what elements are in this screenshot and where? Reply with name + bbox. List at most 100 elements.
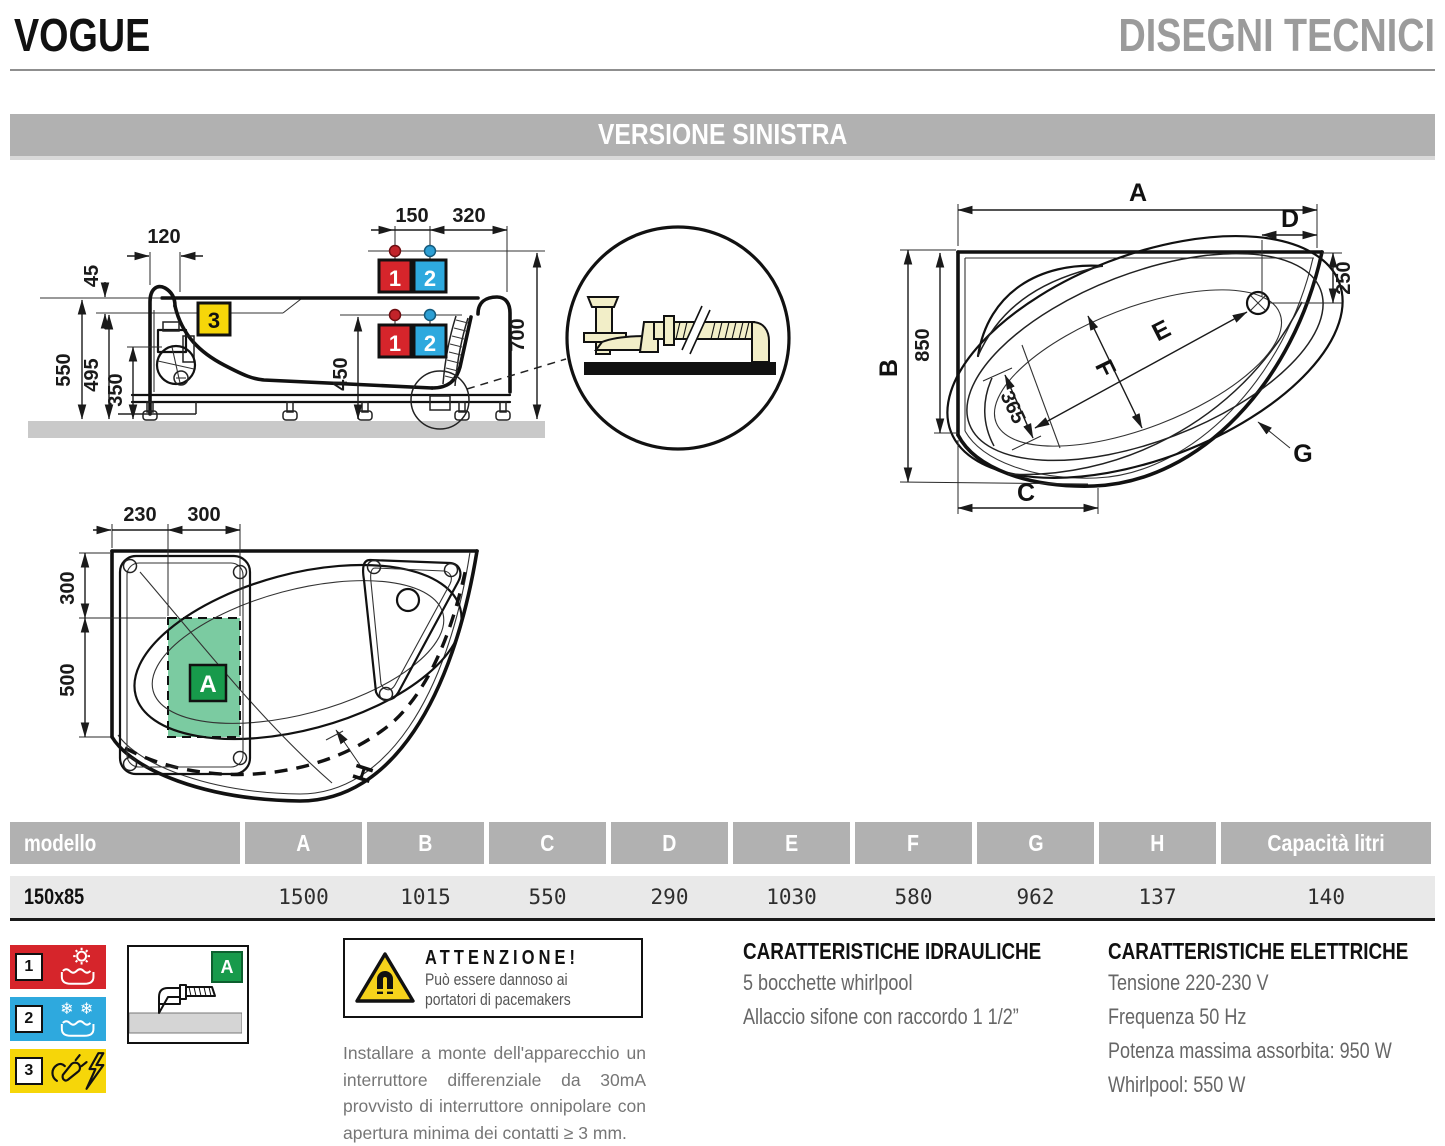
svg-text:D: D xyxy=(1281,205,1299,233)
right-frame xyxy=(362,558,462,702)
value-d: 290 xyxy=(650,885,689,909)
col-header-capacity: Capacità litri xyxy=(1221,822,1431,864)
hydraulic-line: Allaccio sifone con raccordo 1 1/2” xyxy=(743,1004,1019,1029)
electric-line: Whirlpool: 550 W xyxy=(1108,1072,1246,1097)
value-b: 1015 xyxy=(400,885,451,909)
svg-text:120: 120 xyxy=(147,226,180,248)
svg-text:A: A xyxy=(199,671,216,698)
value-c: 550 xyxy=(528,885,567,909)
drain xyxy=(1245,290,1271,316)
value-e: 1030 xyxy=(766,885,817,909)
legend-1-number: 1 xyxy=(15,953,43,981)
magnet-warning-icon xyxy=(355,952,415,1003)
svg-text:700: 700 xyxy=(507,318,529,351)
version-banner-label: VERSIONE SINISTRA xyxy=(597,118,848,151)
svg-text:G: G xyxy=(1293,440,1312,468)
col-header-d: D xyxy=(611,822,728,864)
svg-text:F: F xyxy=(1089,355,1121,381)
left-frame xyxy=(118,554,252,776)
col-header-f: F xyxy=(855,822,972,864)
value-f: 580 xyxy=(894,885,933,909)
drain-callout-circle xyxy=(410,370,470,430)
drain-frame-view xyxy=(395,587,421,613)
pacemaker-warning-box: ATTENZIONE! Può essere dannoso ai portat… xyxy=(343,938,643,1018)
col-header-c: C xyxy=(489,822,606,864)
detail-a-tag: A xyxy=(211,951,243,983)
svg-text:❄: ❄ xyxy=(60,1001,73,1018)
siphon-detail-circle xyxy=(565,225,791,451)
side-view-dimensions: 120 150 320 45 550 495 350 450 700 xyxy=(53,205,542,420)
electric-line: Tensione 220-230 V xyxy=(1108,970,1269,995)
frame-view-drawing: A 230 300 300 500 H xyxy=(57,504,479,803)
svg-text:300: 300 xyxy=(187,504,220,526)
legend-hot-water: 1 xyxy=(10,945,106,989)
legend-2-number: 2 xyxy=(15,1005,43,1033)
svg-text:❄: ❄ xyxy=(80,1001,93,1018)
col-header-modello: modello xyxy=(10,822,240,864)
sun-water-icon xyxy=(60,947,95,985)
marker-1-hot: 1 xyxy=(389,266,401,291)
warning-line: Può essere dannoso ai xyxy=(425,970,568,989)
value-a: 1500 xyxy=(278,885,329,909)
col-header-e: E xyxy=(733,822,850,864)
hydraulic-title: CARATTERISTICHE IDRAULICHE xyxy=(743,938,1042,964)
install-area-tag xyxy=(188,663,228,703)
supply-markers: 1 2 1 2 xyxy=(340,244,545,359)
pump-motor xyxy=(155,321,197,386)
svg-text:350: 350 xyxy=(105,373,127,406)
svg-text:H: H xyxy=(347,761,379,787)
svg-text:150: 150 xyxy=(395,205,428,227)
marker-1-hot-low: 1 xyxy=(389,331,401,356)
hydraulic-line: 5 bocchette whirlpool xyxy=(743,970,913,995)
page-title-section: DISEGNI TECNICI xyxy=(1118,9,1435,61)
value-h: 137 xyxy=(1138,885,1177,909)
svg-text:450: 450 xyxy=(330,357,352,390)
siphon-mini-icon xyxy=(129,984,242,1034)
marker-3-electric xyxy=(196,301,232,337)
marker-2-cold: 2 xyxy=(424,266,436,291)
svg-text:850: 850 xyxy=(912,328,934,361)
col-header-g: G xyxy=(977,822,1094,864)
page-title-brand: VOGUE xyxy=(14,9,151,61)
model-name: 150x85 xyxy=(24,884,85,909)
col-header-h: H xyxy=(1099,822,1216,864)
technical-drawings: 1 2 1 2 3 120 150 xyxy=(28,179,1355,803)
legend-3-number: 3 xyxy=(15,1057,43,1085)
hydraulic-characteristics: CARATTERISTICHE IDRAULICHE 5 bocchette w… xyxy=(743,936,1103,1034)
siphon-pipes xyxy=(583,296,770,363)
frame-feet xyxy=(142,401,511,421)
top-view-dimensions: A D 250 B 850 C E F xyxy=(875,179,1355,514)
warning-line: portatori di pacemakers xyxy=(425,990,571,1009)
svg-text:45: 45 xyxy=(81,265,103,287)
top-view-drawing: A D 250 B 850 C E F xyxy=(875,179,1355,514)
header-divider xyxy=(10,69,1435,71)
dimensions-table-header: modello A B C D E F G H Capacità litri xyxy=(10,822,1435,864)
col-header-a: A xyxy=(245,822,362,864)
legend-electric: 3 xyxy=(10,1049,106,1093)
dimensions-table-row: 150x85 1500 1015 550 290 1030 580 962 13… xyxy=(10,876,1435,921)
svg-text:365: 365 xyxy=(995,388,1029,428)
hose-corrugation xyxy=(444,319,469,380)
svg-text:3: 3 xyxy=(208,308,220,333)
electric-characteristics: CARATTERISTICHE ELETTRICHE Tensione 220-… xyxy=(1108,936,1445,1102)
svg-text:250: 250 xyxy=(1333,261,1355,294)
value-g: 962 xyxy=(1016,885,1055,909)
electric-line: Potenza massima assorbita: 950 W xyxy=(1108,1038,1392,1063)
version-banner: VERSIONE SINISTRA xyxy=(10,114,1435,160)
warning-title: ATTENZIONE! xyxy=(425,947,580,969)
snowflakes-water-icon: ❄ ❄ xyxy=(60,1001,95,1037)
side-view-drawing: 1 2 1 2 3 120 150 xyxy=(28,205,567,438)
svg-text:B: B xyxy=(875,359,903,377)
svg-text:320: 320 xyxy=(452,205,485,227)
frame-view-dimensions: 230 300 300 500 H xyxy=(57,504,379,786)
svg-text:E: E xyxy=(1148,315,1176,348)
plug-lightning-icon xyxy=(51,1052,105,1090)
svg-text:495: 495 xyxy=(81,358,103,391)
marker-2-cold-low: 2 xyxy=(424,331,436,356)
svg-text:C: C xyxy=(1017,479,1035,507)
col-header-b: B xyxy=(367,822,484,864)
svg-text:230: 230 xyxy=(123,504,156,526)
legend-cold-water: 2 ❄ ❄ xyxy=(10,997,106,1041)
install-note: Installare a monte dell'apparecchio un i… xyxy=(343,1043,646,1143)
